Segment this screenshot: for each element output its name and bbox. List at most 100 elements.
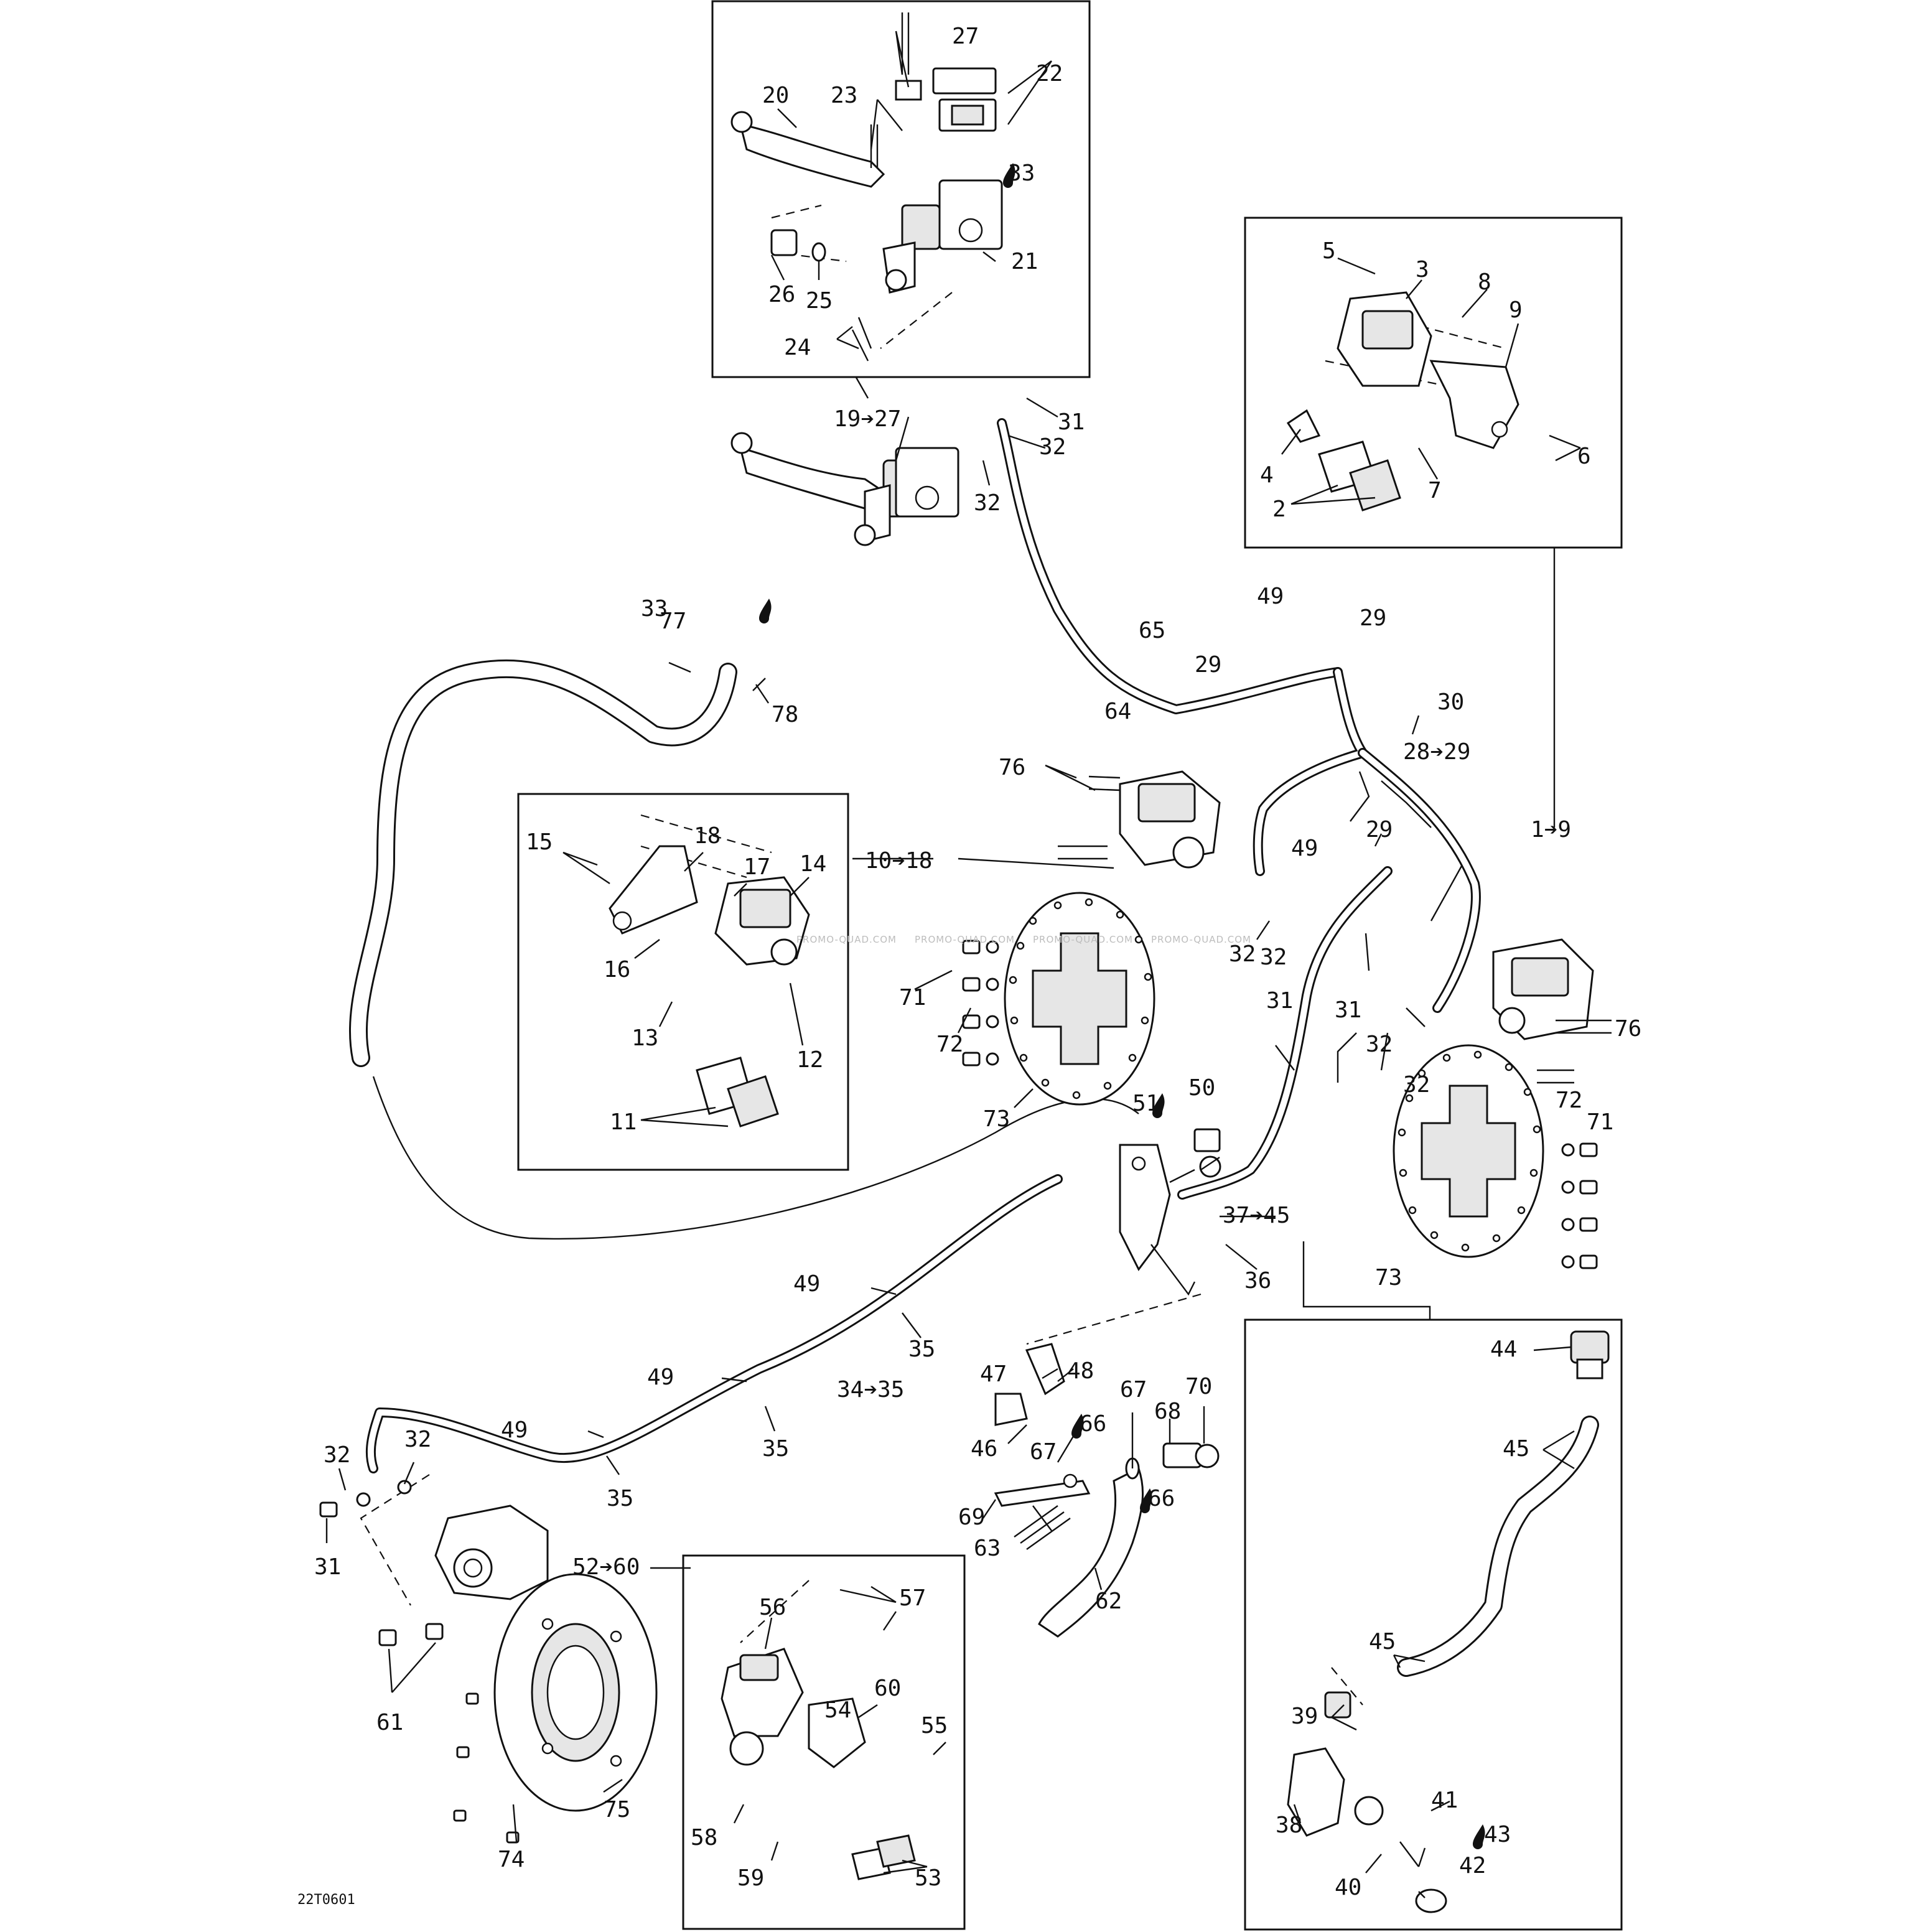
front-right-caliper-assembly (1286, 291, 1594, 1040)
callout-19-27: 19➔27 (834, 406, 901, 432)
oil-drop-icon-51 (1152, 1093, 1165, 1118)
callout-32e: 32 (1366, 1032, 1393, 1057)
callout-46: 46 (971, 1436, 997, 1462)
callout-60: 60 (874, 1676, 901, 1701)
front-brake-lines (997, 418, 1481, 1200)
callout-37-45: 37➔45 (1223, 1203, 1290, 1228)
callout-66b: 66 (1148, 1486, 1175, 1511)
oil-drop-icon-43 (1473, 1824, 1485, 1849)
figure-code: 22T0601 (297, 1892, 355, 1908)
callout-72b: 72 (1556, 1088, 1582, 1113)
assembly-guide-lines (360, 204, 1506, 1706)
front-fasteners (962, 775, 1612, 1269)
callout-17: 17 (744, 854, 770, 880)
callout-23: 23 (831, 83, 857, 108)
front-left-caliper-assembly (609, 770, 1221, 1127)
frame-front-master-cylinder (711, 0, 1091, 378)
callout-5: 5 (1322, 238, 1336, 264)
callout-11: 11 (610, 1109, 637, 1135)
callout-52-60: 52➔60 (572, 1554, 640, 1580)
callout-76b: 76 (1615, 1016, 1641, 1042)
callout-77: 77 (660, 609, 686, 634)
callout-49a: 49 (1257, 584, 1284, 609)
callout-49d: 49 (647, 1365, 674, 1390)
callout-76a: 76 (999, 755, 1025, 780)
callout-14: 14 (800, 851, 826, 877)
callout-31d: 31 (314, 1554, 341, 1580)
callout-55: 55 (921, 1713, 948, 1738)
callout-75: 75 (604, 1797, 630, 1822)
callout-3: 3 (1416, 257, 1429, 282)
rear-fasteners (319, 1480, 520, 1844)
callout-74: 74 (498, 1847, 525, 1872)
callout-63: 63 (974, 1536, 1001, 1561)
callout-1-9: 1➔9 (1531, 817, 1571, 842)
callout-20: 20 (762, 83, 789, 108)
callout-16: 16 (604, 957, 630, 982)
callout-42: 42 (1459, 1853, 1486, 1878)
disc-holes-left (1009, 898, 1152, 1099)
callout-45b: 45 (1369, 1629, 1396, 1654)
callout-33b: 33 (641, 596, 668, 622)
callout-67b: 67 (1030, 1439, 1057, 1465)
callout-73b: 73 (1375, 1265, 1402, 1290)
callout-27: 27 (952, 24, 979, 49)
watermark-1: PROMO-QUAD.COM (796, 934, 897, 945)
callout-4: 4 (1260, 462, 1274, 488)
callout-30: 30 (1437, 689, 1464, 715)
callout-21: 21 (1011, 249, 1038, 274)
callout-69: 69 (958, 1505, 985, 1530)
callout-68: 68 (1154, 1399, 1181, 1424)
callout-47: 47 (980, 1361, 1007, 1387)
callout-10-18: 10➔18 (865, 848, 932, 874)
callout-35b: 35 (762, 1436, 789, 1462)
oil-drop-icon-66a (1071, 1414, 1084, 1439)
leader-lines (325, 30, 1581, 1898)
callout-9: 9 (1509, 297, 1523, 323)
callout-35a: 35 (908, 1337, 935, 1362)
callout-40: 40 (1335, 1875, 1361, 1900)
oil-drop-icons (759, 163, 1485, 1849)
callout-58: 58 (691, 1825, 717, 1850)
frame-rear-caliper (682, 1554, 966, 1930)
callout-48: 48 (1067, 1358, 1094, 1384)
callout-29b: 29 (1195, 652, 1221, 678)
callout-49e: 49 (501, 1417, 528, 1443)
callout-64: 64 (1104, 699, 1131, 724)
oil-drop-icon-66b (1140, 1488, 1152, 1513)
callout-49c: 49 (793, 1271, 820, 1297)
callout-2: 2 (1272, 497, 1286, 522)
callout-32g: 32 (324, 1442, 350, 1468)
callout-18: 18 (694, 823, 721, 849)
callout-29c: 29 (1366, 817, 1393, 842)
rear-disc (493, 1573, 658, 1812)
callout-71b: 71 (1587, 1109, 1613, 1135)
callout-34-35: 34➔35 (837, 1377, 904, 1402)
callout-32f: 32 (1403, 1072, 1430, 1098)
callout-24: 24 (784, 335, 811, 360)
callout-62: 62 (1095, 1589, 1122, 1614)
front-reservoir-hose (348, 659, 1139, 1240)
callout-32a: 32 (1039, 434, 1066, 460)
callout-25: 25 (806, 288, 833, 314)
callout-50: 50 (1188, 1075, 1215, 1101)
rear-brake-lines (365, 1174, 1063, 1473)
callout-57: 57 (899, 1585, 926, 1611)
callout-32h: 32 (404, 1427, 431, 1452)
callout-28-29: 28➔29 (1403, 739, 1470, 765)
callout-6: 6 (1577, 444, 1591, 469)
callout-73a: 73 (983, 1106, 1010, 1132)
callout-labels: 27 22 20 23 33 21 26 25 24 19➔27 31 32 3… (297, 24, 1641, 1908)
callout-61: 61 (376, 1710, 403, 1735)
watermark-2: PROMO-QUAD.COM (915, 934, 1015, 945)
callout-13: 13 (632, 1025, 658, 1051)
callout-41: 41 (1431, 1788, 1458, 1813)
frame-rear-master-cylinder (1244, 1318, 1623, 1931)
callout-72a: 72 (936, 1032, 963, 1057)
callout-49b: 49 (1291, 836, 1318, 861)
callout-43: 43 (1484, 1822, 1511, 1847)
callout-8: 8 (1478, 269, 1491, 295)
callout-32c: 32 (1229, 941, 1256, 967)
callout-59: 59 (737, 1865, 764, 1891)
callout-22: 22 (1036, 61, 1063, 86)
